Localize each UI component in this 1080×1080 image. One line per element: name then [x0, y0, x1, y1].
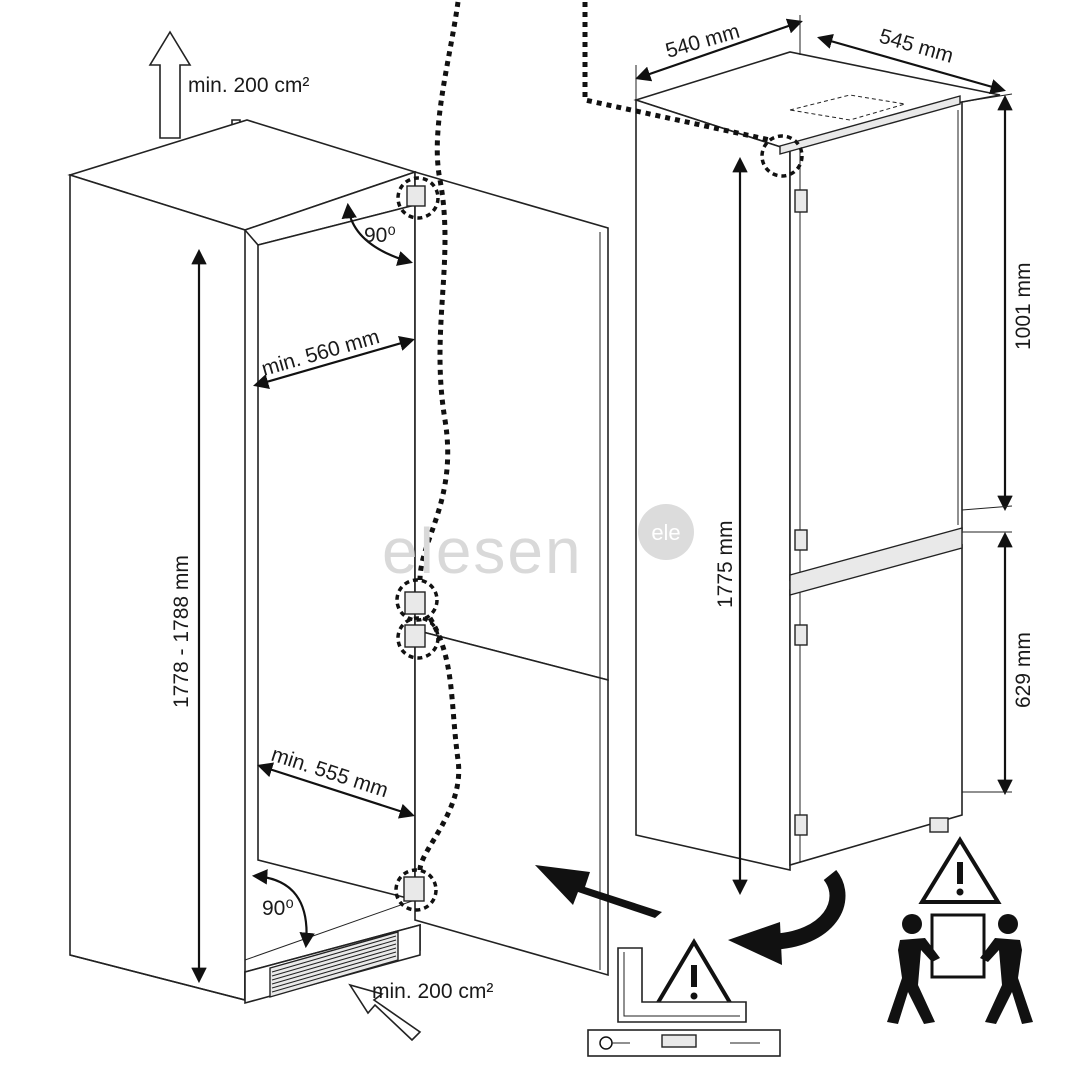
- airflow-arrow-icon: [348, 983, 422, 1042]
- watermark-badge: ele: [651, 520, 680, 545]
- warning-icon: [918, 836, 1002, 904]
- hinge-middle-upper: [395, 578, 439, 622]
- niche-height-label: 1778 - 1788 mm: [170, 555, 193, 708]
- warning-icon: [652, 938, 736, 1008]
- appliance-hinge-highlight: [760, 134, 804, 178]
- airflow-arrow-icon: [148, 30, 192, 139]
- vent-bottom-label: min. 200 cm²: [372, 980, 493, 1003]
- angle-top-label: 90⁰: [364, 224, 396, 247]
- insert-arrow-icon: [535, 865, 662, 918]
- lower-door-height-label: 629 mm: [1012, 632, 1035, 708]
- set-square-icon: [617, 947, 747, 1023]
- vent-top-label: min. 200 cm²: [188, 74, 309, 97]
- appliance-height-label: 1775 mm: [714, 520, 737, 608]
- watermark-text: elesen: [382, 515, 583, 587]
- angle-arc-top: [341, 202, 413, 266]
- hinge-leader-line: [417, 1, 462, 871]
- angle-bottom-label: 90⁰: [262, 897, 294, 920]
- appliance: [633, 51, 1001, 872]
- bottom-vent-grille: [269, 931, 399, 998]
- cabinet-niche: [67, 119, 421, 1005]
- niche-width-bottom-dimension: [257, 762, 415, 819]
- appliance-leader-line: [582, 2, 771, 143]
- spirit-level-icon: [587, 1029, 781, 1057]
- two-person-lift-icon: [887, 913, 1033, 1024]
- hinge-top: [396, 176, 440, 220]
- rotate-arrow-icon: [728, 870, 846, 965]
- watermark: elesen ele: [382, 504, 694, 587]
- angle-arc-bottom: [251, 869, 315, 949]
- extension-lines: [635, 15, 1013, 793]
- niche-width-top-dimension: [253, 336, 415, 389]
- upper-door-height-label: 1001 mm: [1012, 262, 1035, 350]
- hinge-bottom: [394, 868, 438, 912]
- appliance-depth-label: 545 mm: [877, 25, 956, 68]
- appliance-depth-dimension: [817, 33, 1006, 95]
- appliance-width-dimension: [635, 18, 803, 82]
